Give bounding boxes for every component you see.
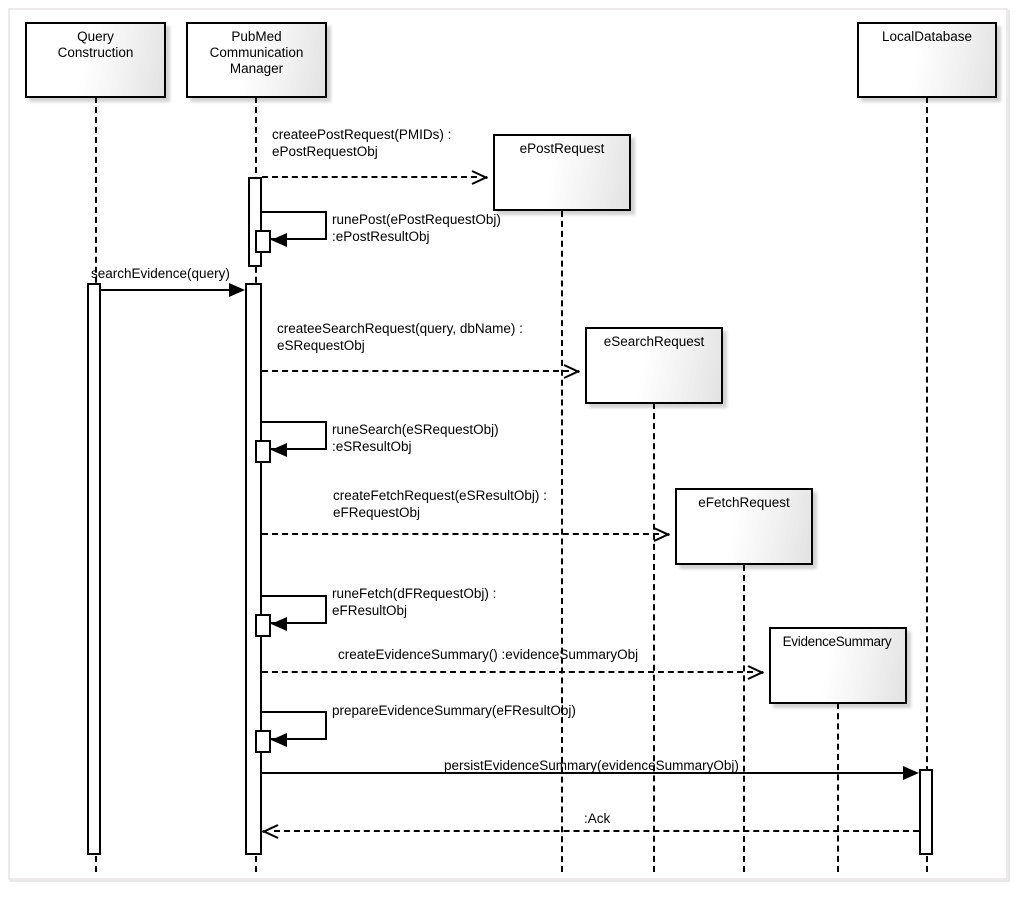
message-label-line: createFetchRequest(eSResultObj) : [333, 488, 547, 503]
message-selfloop-m5 [262, 421, 327, 450]
message-arrowhead-m7 [271, 617, 287, 631]
message-label-m9: prepareEvidenceSummary(eFResultObj) [332, 702, 576, 719]
lifeline-box-pubmed-comm-manager[interactable]: PubMed Communication Manager [186, 22, 327, 98]
message-selfloop-m9 [262, 711, 327, 740]
lifeline-box-local-database[interactable]: LocalDatabase [857, 22, 997, 98]
message-label-line: searchEvidence(query) [91, 266, 230, 281]
lifeline-box-esearch-request[interactable]: eSearchRequest [585, 327, 723, 404]
message-line-m1 [262, 176, 477, 178]
lifeline-box-evidence-summary[interactable]: EvidenceSummary [769, 627, 907, 704]
message-selfloop-m2 [262, 211, 327, 240]
message-line-m6 [262, 533, 659, 535]
lifeline-epost-request [561, 211, 563, 872]
message-selfloop-m7 [262, 595, 327, 624]
activation-pubmed-main [245, 283, 262, 855]
message-label-m7: runeFetch(dFRequestObj) : eFResultObj [332, 585, 496, 619]
message-label-m5: runeSearch(eSRequestObj) :eSResultObj [332, 421, 499, 455]
lifeline-label-line: Manager [229, 61, 284, 76]
selfcall-activation-prepare [255, 730, 271, 753]
message-label-line: runeFetch(dFRequestObj) : [332, 586, 497, 601]
lifeline-label-line: eFetchRequest [698, 495, 790, 510]
message-label-m6: createFetchRequest(eSResultObj) : eFRequ… [333, 487, 547, 521]
activation-query-construction [87, 283, 101, 855]
lifeline-esearch-request [653, 403, 655, 872]
message-line-m4 [262, 370, 569, 372]
message-line-m11 [274, 830, 919, 832]
message-label-line: eSRequestObj [277, 338, 365, 353]
message-arrowhead-m6 [654, 526, 670, 542]
lifeline-label-line: eSearchRequest [603, 334, 705, 349]
selfcall-activation-esearch [255, 440, 271, 463]
message-label-line: :Ack [584, 811, 611, 826]
message-label-line: ePostRequestObj [272, 144, 378, 159]
lifeline-label-line: Query [77, 29, 114, 44]
lifeline-efetch-request [743, 565, 745, 872]
message-line-m8 [262, 671, 753, 673]
message-label-line: createEvidenceSummary() :evidenceSummary… [338, 647, 639, 662]
message-arrowhead-m1 [472, 169, 488, 185]
lifeline-label-line: Communication [209, 45, 304, 60]
message-arrowhead-m8 [748, 664, 764, 680]
message-label-m1: createePostRequest(PMIDs) : ePostRequest… [272, 126, 451, 160]
lifeline-label-line: LocalDatabase [881, 29, 973, 44]
lifeline-label-line: ePostRequest [519, 141, 605, 156]
message-label-m2: runePost(ePostRequestObj) :ePostResultOb… [332, 211, 501, 245]
message-label-line: runeSearch(eSRequestObj) [332, 422, 499, 437]
activation-local-database [919, 769, 933, 855]
selfcall-activation-efetch [255, 614, 271, 637]
message-label-line: createePostRequest(PMIDs) : [272, 127, 452, 142]
message-label-m3: searchEvidence(query) [91, 265, 230, 282]
message-label-m11: :Ack [584, 810, 610, 827]
message-label-line: persistEvidenceSummary(evidenceSummaryOb… [444, 758, 739, 773]
activation-pubmed-epost [248, 177, 262, 267]
message-arrowhead-m4 [564, 363, 580, 379]
message-label-line: runePost(ePostRequestObj) [332, 212, 501, 227]
message-label-line: prepareEvidenceSummary(eFResultObj) [332, 703, 576, 718]
message-label-line: :ePostResultObj [332, 229, 430, 244]
lifeline-label-line: PubMed [231, 29, 282, 44]
lifeline-evidence-summary [837, 703, 839, 872]
message-arrowhead-m2 [271, 233, 287, 247]
lifeline-label-line: Construction [57, 45, 134, 60]
message-label-m4: createeSearchRequest(query, dbName) : eS… [277, 320, 523, 354]
lifeline-local-database [926, 97, 928, 872]
lifeline-box-query-construction[interactable]: Query Construction [25, 22, 166, 98]
message-line-m10 [262, 772, 907, 774]
message-arrowhead-m10 [903, 766, 919, 780]
message-label-m10: persistEvidenceSummary(evidenceSummaryOb… [444, 757, 739, 774]
lifeline-box-epost-request[interactable]: ePostRequest [493, 134, 631, 211]
message-label-line: eFRequestObj [333, 505, 421, 520]
lifeline-box-efetch-request[interactable]: eFetchRequest [675, 488, 813, 565]
selfcall-activation-epost [255, 230, 271, 253]
message-label-m8: createEvidenceSummary() :evidenceSummary… [338, 646, 638, 663]
lifeline-label-line: EvidenceSummary [782, 634, 892, 649]
message-arrowhead-m9 [271, 733, 287, 747]
message-arrowhead-m3 [229, 283, 245, 297]
message-arrowhead-m11 [262, 823, 278, 839]
message-label-line: createeSearchRequest(query, dbName) : [277, 321, 523, 336]
message-label-line: :eSResultObj [332, 439, 412, 454]
message-line-m3 [100, 289, 232, 291]
message-label-line: eFResultObj [332, 603, 408, 618]
message-arrowhead-m5 [271, 443, 287, 457]
